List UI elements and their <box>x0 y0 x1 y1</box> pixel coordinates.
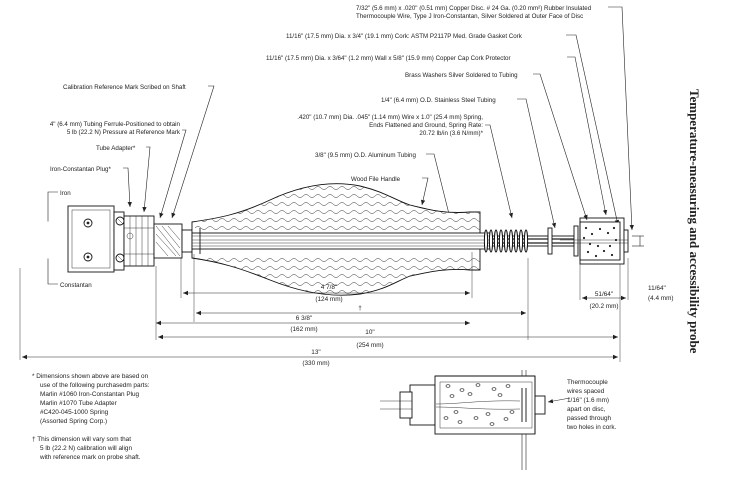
dimension-texts: 4 7/8"(124 mm) † 6 3/8"(162 mm) 10"(254 … <box>290 284 673 367</box>
callout-cork: 11/16" (17.5 mm) Dia. x 3/4" (19.1 mm) C… <box>286 33 523 40</box>
dim-13: 13"(330 mm) <box>302 349 329 367</box>
thermocouple-detail-view <box>380 370 571 470</box>
dimension-lines <box>19 235 644 362</box>
callout-plug: Iron-Constantan Plug* <box>50 166 111 173</box>
cork-assembly <box>579 217 629 265</box>
probe-drawing <box>20 183 629 296</box>
callout-tube-adapter: Tube Adapter* <box>96 145 136 152</box>
dim-11-64: 11/64"(4.4 mm) <box>648 285 674 302</box>
ferrule <box>153 223 193 259</box>
title: Temperature-measuring and accessibility … <box>687 89 702 354</box>
dim-4-7-8: 4 7/8"(124 mm) <box>315 284 342 303</box>
callout-stainless-tube: 1/4" (6.4 mm) O.D. Stainless Steel Tubin… <box>381 97 496 104</box>
spring <box>483 229 529 253</box>
note-dagger: † This dimension will vary som that 5 lb… <box>32 436 141 461</box>
callout-constantan: Constantan <box>60 282 92 289</box>
brass-washers <box>547 225 579 257</box>
tubing <box>191 228 577 254</box>
plug-prongs <box>20 221 72 259</box>
note-purchased-parts: * Dimensions shown above are based on us… <box>32 373 151 425</box>
dim-dagger: † <box>358 305 362 312</box>
callout-copper-disc: 7/32" (5.6 mm) x .020" (0.51 mm) Copper … <box>356 5 592 20</box>
dim-51-64: 51/64"(20.2 mm) <box>589 291 618 310</box>
tube-adapter <box>123 215 155 267</box>
callout-spring: .420" (10.7 mm) Dia. .045" (1.14 mm) Wir… <box>297 114 483 137</box>
callout-brass-washers: Brass Washers Silver Soldered to Tubing <box>405 72 518 79</box>
callout-ferrule: 4" (6.4 mm) Tubing Ferrule-Positioned to… <box>50 121 181 136</box>
dim-6-3-8: 6 3/8"(162 mm) <box>290 315 317 333</box>
callout-calibration-mark: Calibration Reference Mark Scribed on Sh… <box>63 84 186 91</box>
note-thermocouple: Thermocouple wires spaced 1/16" (1.6 mm)… <box>566 379 617 431</box>
callout-aluminum-tube: 3/8" (9.5 mm) O.D. Aluminum Tubing <box>315 152 416 159</box>
iron-constantan-plug <box>67 205 125 273</box>
callout-cork-protector: 11/16" (17.5 mm) Dia. x 3/64" (1.2 mm) W… <box>266 55 511 62</box>
dim-10: 10"(254 mm) <box>356 329 383 349</box>
notes: * Dimensions shown above are based on us… <box>32 373 617 461</box>
callout-iron: Iron <box>60 190 71 197</box>
callout-handle: Wood File Handle <box>351 176 401 183</box>
callouts: 7/32" (5.6 mm) x .020" (0.51 mm) Copper … <box>50 5 592 289</box>
leader-lines <box>47 6 634 285</box>
